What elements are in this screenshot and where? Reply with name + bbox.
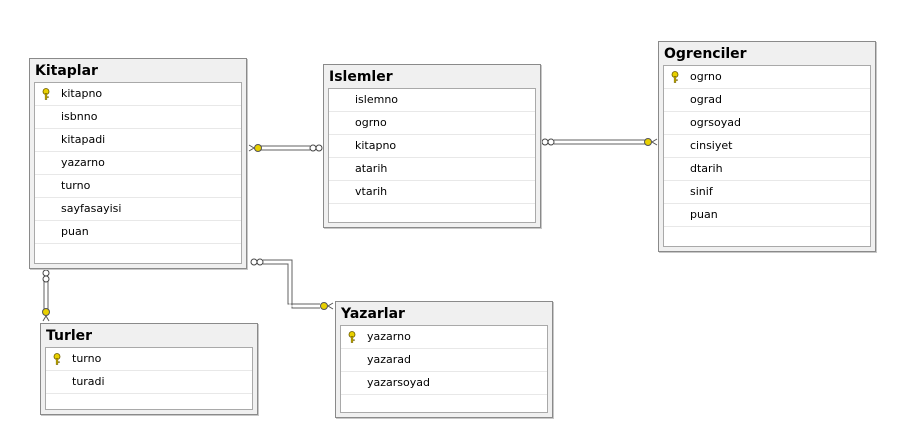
- column-row[interactable]: isbnno: [35, 106, 241, 129]
- table-kitaplar[interactable]: Kitaplar kitapno isbnno kitapadi yazarno…: [29, 58, 247, 269]
- one-end-icon: [327, 302, 334, 310]
- table-title: Kitaplar: [35, 63, 98, 79]
- key-icon: [320, 302, 328, 310]
- column-name: yazarad: [367, 353, 412, 366]
- column-name: puan: [61, 225, 89, 238]
- one-end-icon: [651, 138, 658, 146]
- infinity-icon: [541, 138, 549, 146]
- key-icon: [254, 144, 262, 152]
- key-icon: [644, 138, 652, 146]
- table-title: Islemler: [329, 69, 393, 85]
- column-name: ograd: [690, 93, 722, 106]
- column-row[interactable]: cinsiyet: [664, 135, 870, 158]
- column-list: ogrno ograd ogrsoyad cinsiyet dtarih sin…: [663, 65, 871, 247]
- column-name: dtarih: [690, 162, 723, 175]
- primary-key-icon: [53, 353, 61, 365]
- column-row[interactable]: ogrno: [329, 112, 535, 135]
- column-list: yazarno yazarad yazarsoyad: [340, 325, 548, 413]
- column-name: kitapno: [61, 87, 103, 100]
- column-row[interactable]: ogrsoyad: [664, 112, 870, 135]
- column-name: turno: [72, 352, 102, 365]
- relationship-kitaplar-islemler[interactable]: [248, 144, 323, 152]
- table-islemler[interactable]: Islemler islemno ogrno kitapno atarih vt…: [323, 64, 541, 228]
- table-title: Yazarlar: [341, 306, 405, 322]
- relationship-kitaplar-turler[interactable]: [42, 269, 50, 322]
- column-row[interactable]: yazarsoyad: [341, 372, 547, 395]
- column-name: ogrno: [355, 116, 387, 129]
- column-name: islemno: [355, 93, 399, 106]
- infinity-icon: [42, 269, 50, 277]
- column-row[interactable]: turno: [46, 348, 252, 371]
- column-name: atarih: [355, 162, 388, 175]
- column-name: ogrno: [690, 70, 722, 83]
- column-name: yazarsoyad: [367, 376, 430, 389]
- relationship-kitaplar-yazarlar[interactable]: [250, 258, 334, 310]
- column-row[interactable]: dtarih: [664, 158, 870, 181]
- column-row[interactable]: kitapno: [35, 83, 241, 106]
- column-row[interactable]: yazarno: [35, 152, 241, 175]
- infinity-icon: [250, 258, 258, 266]
- column-row[interactable]: sayfasayisi: [35, 198, 241, 221]
- column-name: kitapno: [355, 139, 397, 152]
- column-name: puan: [690, 208, 718, 221]
- column-row[interactable]: ograd: [664, 89, 870, 112]
- column-name: vtarih: [355, 185, 388, 198]
- table-title: Turler: [46, 328, 93, 344]
- column-list: islemno ogrno kitapno atarih vtarih: [328, 88, 536, 223]
- table-ogrenciler[interactable]: Ogrenciler ogrno ograd ogrsoyad cinsiyet…: [658, 41, 876, 252]
- column-name: sayfasayisi: [61, 202, 122, 215]
- primary-key-icon: [348, 331, 356, 343]
- column-row[interactable]: yazarno: [341, 326, 547, 349]
- infinity-icon: [309, 144, 317, 152]
- column-row[interactable]: turadi: [46, 371, 252, 394]
- infinity-icon: [256, 258, 264, 266]
- column-row[interactable]: turno: [35, 175, 241, 198]
- primary-key-icon: [671, 71, 679, 83]
- column-list: kitapno isbnno kitapadi yazarno turno sa…: [34, 82, 242, 264]
- column-row[interactable]: kitapadi: [35, 129, 241, 152]
- column-row[interactable]: puan: [35, 221, 241, 244]
- column-row[interactable]: vtarih: [329, 181, 535, 204]
- table-title: Ogrenciler: [664, 46, 747, 62]
- column-row[interactable]: kitapno: [329, 135, 535, 158]
- column-name: yazarno: [61, 156, 105, 169]
- column-row[interactable]: ogrno: [664, 66, 870, 89]
- infinity-icon: [547, 138, 555, 146]
- column-name: turadi: [72, 375, 105, 388]
- column-row[interactable]: sinif: [664, 181, 870, 204]
- table-yazarlar[interactable]: Yazarlar yazarno yazarad yazarsoyad: [335, 301, 553, 418]
- column-name: isbnno: [61, 110, 98, 123]
- key-icon: [42, 308, 50, 316]
- infinity-icon: [315, 144, 323, 152]
- column-row[interactable]: puan: [664, 204, 870, 227]
- infinity-icon: [42, 275, 50, 283]
- primary-key-icon: [42, 88, 50, 100]
- column-row[interactable]: atarih: [329, 158, 535, 181]
- table-turler[interactable]: Turler turno turadi: [40, 323, 258, 415]
- column-name: yazarno: [367, 330, 411, 343]
- column-row[interactable]: islemno: [329, 89, 535, 112]
- column-row[interactable]: yazarad: [341, 349, 547, 372]
- column-list: turno turadi: [45, 347, 253, 410]
- relationship-islemler-ogrenciler[interactable]: [541, 138, 658, 146]
- column-name: cinsiyet: [690, 139, 733, 152]
- one-end-icon: [248, 144, 255, 152]
- column-name: sinif: [690, 185, 713, 198]
- column-name: ogrsoyad: [690, 116, 741, 129]
- column-name: turno: [61, 179, 91, 192]
- column-name: kitapadi: [61, 133, 106, 146]
- one-end-icon: [42, 315, 50, 322]
